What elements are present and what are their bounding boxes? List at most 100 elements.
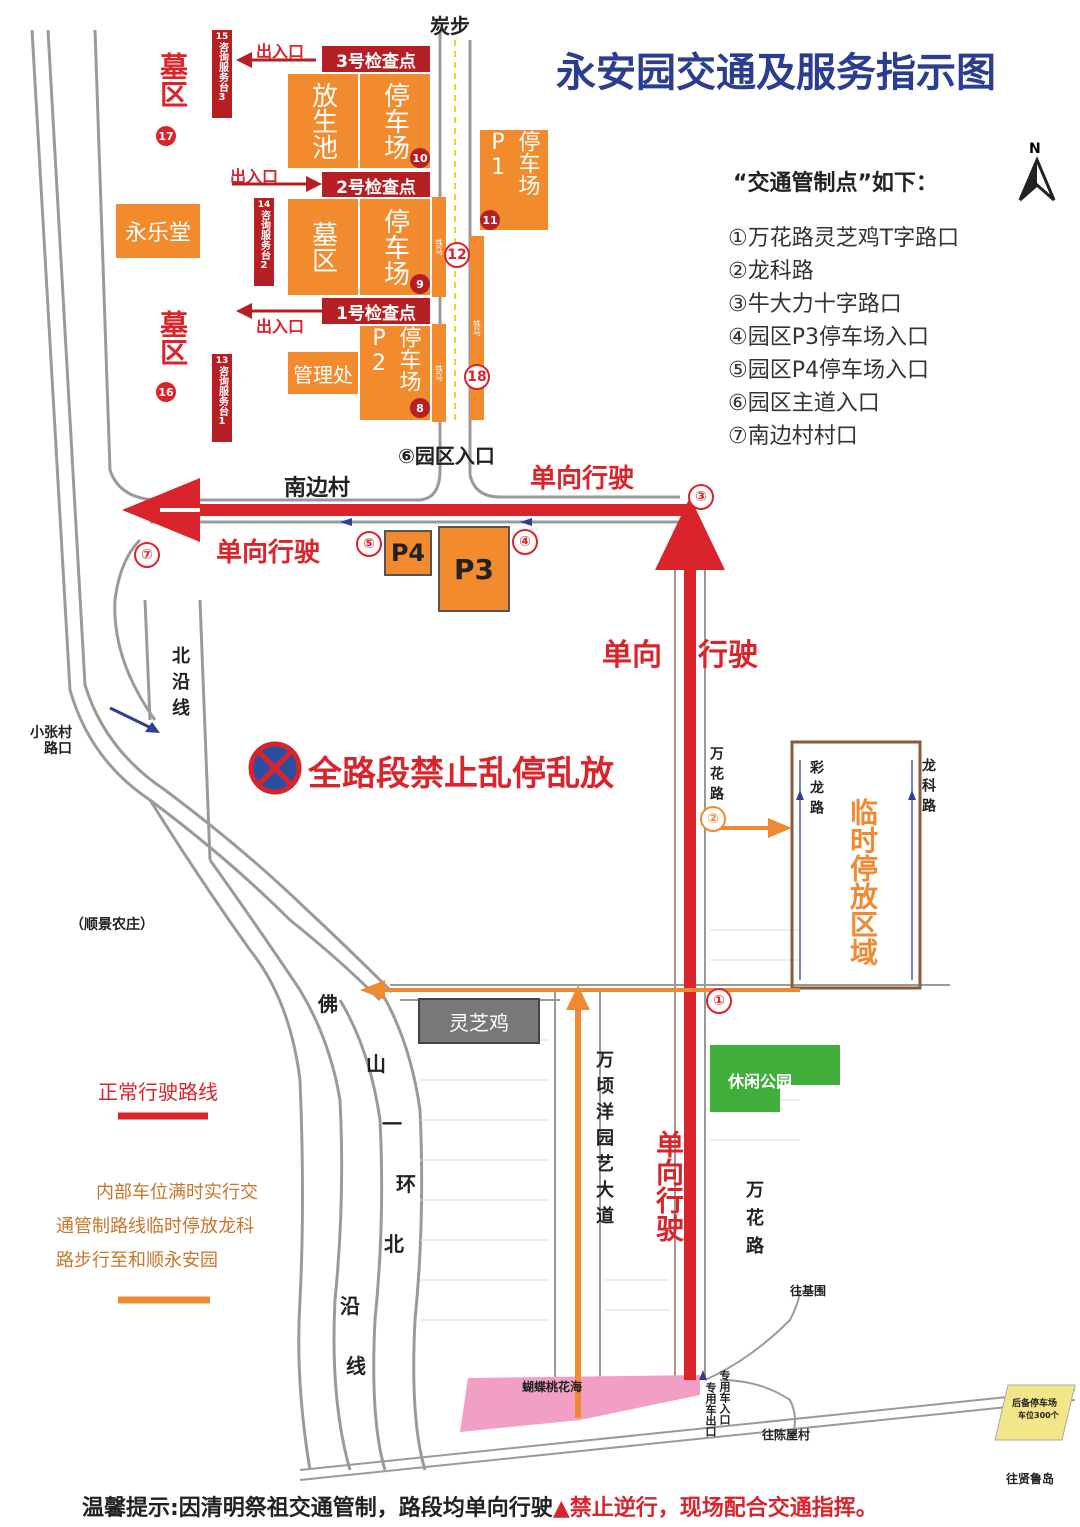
pole-12: 12 [444, 242, 470, 268]
parking-p1: 停车场P1 [478, 128, 550, 232]
north-compass-icon [1018, 156, 1056, 202]
control-point-item: ⑤园区P4停车场入口 [728, 358, 929, 383]
one-way-label-main-2: 行驶 [698, 638, 758, 673]
checkpoint-3: 3号检查点 [322, 46, 430, 72]
control-point-item: ⑥园区主道入口 [728, 391, 880, 416]
control-point-item: ①万花路灵芝鸡T字路口 [728, 226, 960, 251]
control-point-item: ⑦南边村村口 [728, 424, 858, 449]
one-way-label-top: 单向行驶 [530, 464, 635, 494]
page-title: 永安园交通及服务指示图 [556, 50, 996, 96]
pole-18: 18 [464, 364, 490, 390]
temp-parking-zone [790, 740, 922, 990]
reserve-parking-area [994, 1384, 1076, 1441]
railway-strip: 铁马 [432, 324, 446, 422]
control-point-2-marker: ② [700, 806, 726, 832]
to-jiwei-label: 往基围 [790, 1284, 827, 1298]
legend-alt-line-2: 通管制路线临时停放龙科 [56, 1216, 254, 1237]
one-way-label-lower: 单向行驶 [652, 1130, 685, 1242]
foshan-ring-char: 北 [384, 1232, 404, 1256]
foshan-ring-char: 沿 [340, 1294, 360, 1318]
leisure-park-area [710, 1045, 840, 1112]
reserve-parking-label-1: 后备停车场 [1012, 1399, 1058, 1409]
parking-p2-number: 8 [410, 398, 430, 418]
wanhua-road-bottom-label: 万花路 [743, 1180, 764, 1264]
cemetery-middle: 墓区 [286, 197, 360, 297]
control-point-1-marker: ① [706, 988, 732, 1014]
control-point-5-marker: ⑤ [356, 531, 382, 557]
cemetery-17-number: 17 [156, 126, 176, 146]
cemetery-16-label: 墓区 [156, 310, 189, 366]
control-point-item: ④园区P3停车场入口 [728, 325, 929, 350]
xiaozhang-label-1: 小张村 [30, 725, 72, 741]
management-office: 管理处 [286, 350, 360, 396]
legend-normal-route: 正常行驶路线 [98, 1080, 218, 1104]
to-xianlu-label: 往贤鲁岛 [1006, 1472, 1055, 1486]
foshan-ring-left [148, 799, 312, 1471]
entrance-arrow-icon [232, 176, 322, 192]
shunjing-label: （顺景农庄） [70, 917, 154, 933]
entrance-label: 出入口 [256, 317, 305, 336]
special-vehicle-exit-label: 专用车出口 [704, 1382, 717, 1437]
foshan-ring-char: 线 [346, 1354, 366, 1378]
one-way-label-main-1: 单向 [602, 638, 662, 673]
foshan-ring-char: 环 [396, 1172, 416, 1196]
parking-p3: P3 [438, 526, 510, 612]
parking-p4: P4 [384, 530, 432, 576]
beiyan-line-label: 北沿线 [169, 646, 190, 724]
longke-road-label: 龙科路 [920, 758, 936, 818]
checkpoint-1: 1号检查点 [322, 298, 430, 324]
foshan-ring-mid2 [338, 999, 387, 1471]
service-desk-3: 15 咨询服务台3 [212, 30, 232, 118]
wanhua-road-top-label: 万花路 [708, 746, 724, 806]
parking-10-number: 10 [410, 148, 430, 168]
park-entrance-label: ⑥园区入口 [398, 444, 495, 468]
entrance-arrow-icon [236, 303, 322, 319]
checkpoint-2: 2号检查点 [322, 172, 430, 198]
legend-alt-line-3: 路步行至和顺永安园 [56, 1250, 218, 1271]
railway-strip: 铁马 [470, 236, 484, 420]
no-parking-sign-icon [248, 741, 302, 795]
control-point-item: ②龙科路 [728, 259, 814, 284]
foshan-ring-mid1 [208, 859, 352, 1471]
control-point-7-marker: ⑦ [134, 542, 160, 568]
leisure-park-label: 休闲公园 [728, 1072, 793, 1091]
footer-note: 温馨提示:因清明祭祖交通管制，路段均单向行驶▲禁止逆行，现场配合交通指挥。 [82, 1490, 878, 1522]
cailong-road-label: 彩龙路 [808, 760, 824, 820]
west-road-inner [46, 29, 394, 994]
foshan-ring-char: 佛 [318, 992, 338, 1016]
wanqing-avenue-label: 万顷洋园艺大道 [593, 1050, 614, 1232]
temp-parking-label: 临时停放区域 [846, 798, 879, 966]
cemetery-16-number: 16 [156, 382, 176, 402]
foshan-ring-char: 山 [366, 1052, 386, 1076]
cemetery-17-label: 墓区 [156, 52, 189, 108]
nanbian-road-bottom [113, 538, 157, 721]
footer-note-part1: 温馨提示:因清明祭祖交通管制，路段均单向行驶 [82, 1496, 553, 1521]
entrance-label: 出入口 [230, 167, 279, 186]
entrance-arrow-icon [236, 52, 316, 68]
control-points-heading: “交通管制点”如下： [733, 171, 938, 196]
tanbu-label: 炭步 [430, 14, 470, 38]
parking-p2: 停车场P2 [358, 324, 432, 422]
entrance-label: 出入口 [256, 42, 305, 61]
special-vehicle-entrance-label: 专用车入口 [718, 1370, 731, 1425]
one-way-label-left: 单向行驶 [216, 538, 321, 568]
control-point-4-marker: ④ [512, 529, 538, 555]
north-label: N [1029, 141, 1041, 157]
west-road-outer [30, 29, 382, 1002]
fangsheng-pond: 放生池 [286, 72, 360, 170]
yongle-hall: 永乐堂 [114, 202, 202, 260]
footer-note-part2: ▲禁止逆行，现场配合交通指挥。 [552, 1496, 878, 1521]
service-desk-2: 14 咨询服务台2 [254, 198, 274, 286]
parking-10: 停车场 [358, 72, 432, 170]
parking-9-number: 9 [410, 274, 430, 294]
reserve-parking-label-2: 车位300个 [1018, 1411, 1059, 1420]
flower-sea-label: 蝴蝶桃花海 [522, 1380, 583, 1394]
nanbian-village-label: 南边村 [284, 476, 351, 501]
control-point-item: ③牛大力十字路口 [728, 292, 902, 317]
to-chenwu-label: 往陈屋村 [762, 1428, 811, 1442]
control-point-3-marker: ③ [688, 484, 714, 510]
foshan-ring-right [378, 989, 427, 1471]
legend-alt-line-1: 内部车位满时实行交 [96, 1182, 258, 1203]
lingzhiji-block: 灵芝鸡 [418, 998, 540, 1044]
service-desk-1: 13 咨询服务台1 [212, 354, 232, 442]
